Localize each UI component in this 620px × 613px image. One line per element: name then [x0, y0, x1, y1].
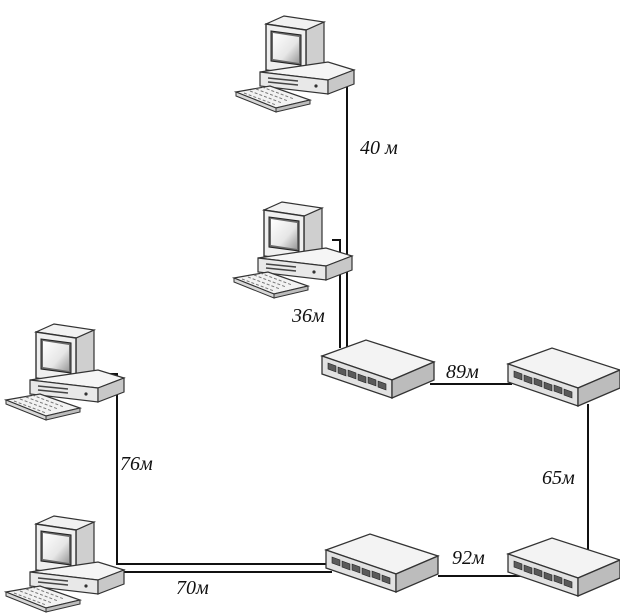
computer-3-icon: [5, 323, 125, 421]
computer-1-icon: [235, 15, 355, 113]
distance-label-pc4-sw3: 70м: [176, 577, 209, 599]
distance-label-pc1-sw1: 40 м: [360, 137, 398, 159]
computer-4-icon: [5, 515, 125, 613]
computer-2-icon: [233, 201, 353, 299]
distance-label-sw3-sw4: 92м: [452, 547, 485, 569]
distance-label-sw1-sw2: 89м: [446, 361, 479, 383]
switch-2-icon: [507, 347, 620, 407]
switch-4-icon: [507, 537, 620, 597]
cable-pc3-sw3: [110, 373, 332, 565]
cables: [108, 75, 589, 577]
distance-label-pc3-sw3: 76м: [120, 453, 153, 475]
switch-1-icon: [321, 339, 435, 399]
distance-label-sw2-sw4: 65м: [542, 467, 575, 489]
cable-pc2-sw1: [332, 239, 341, 348]
switch-3-icon: [325, 533, 439, 593]
distance-label-pc2-sw1: 36м: [291, 305, 325, 327]
